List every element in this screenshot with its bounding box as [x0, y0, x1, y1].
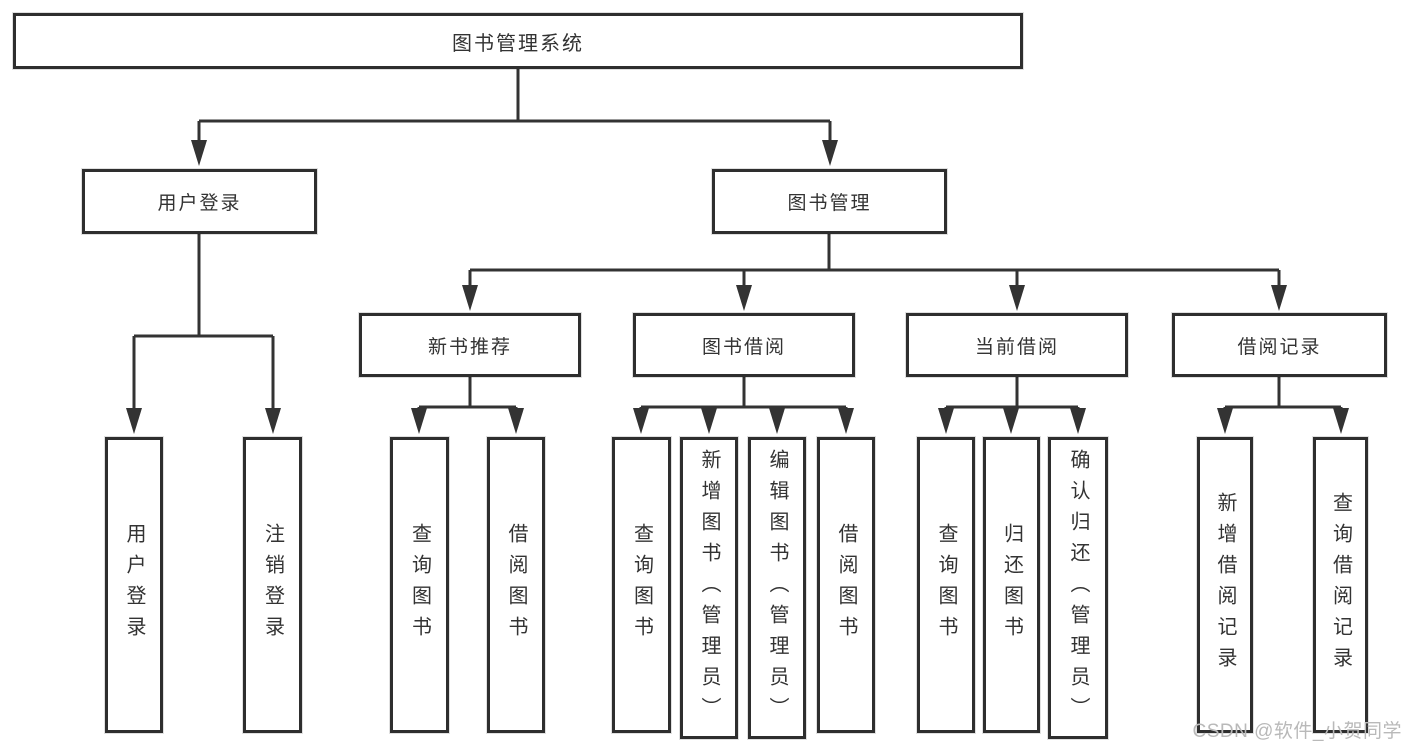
leaf-borrow-books-label: 借阅图书: [835, 523, 857, 647]
node-borrow-records-label: 借阅记录: [1237, 336, 1322, 358]
leaf-return-book: 归还图书: [983, 437, 1040, 733]
leaf-query-books-recommend: 查询图书: [390, 437, 449, 733]
leaf-query-books-borrow: 查询图书: [612, 437, 671, 733]
watermark: CSDN @软件_小贺同学: [1192, 721, 1402, 742]
leaf-add-borrow-record-label: 新增借阅记录: [1214, 492, 1236, 678]
node-book-borrow-label: 图书借阅: [701, 336, 786, 358]
node-new-book-recommend-label: 新书推荐: [427, 336, 512, 358]
leaf-query-books-current: 查询图书: [917, 437, 975, 733]
leaf-logout-label: 注销登录: [261, 523, 284, 647]
arrowheads: [126, 140, 1349, 434]
leaf-query-books-recommend-label: 查询图书: [408, 523, 431, 647]
node-borrow-records: 借阅记录: [1172, 313, 1387, 377]
leaf-edit-book-admin: 编辑图书（管理员）: [748, 437, 806, 739]
node-current-borrow: 当前借阅: [906, 313, 1128, 377]
leaf-borrow-books-recommend: 借阅图书: [487, 437, 545, 733]
leaf-user-login-label: 用户登录: [123, 523, 145, 647]
node-root: 图书管理系统: [13, 13, 1023, 69]
node-book-management: 图书管理: [712, 169, 947, 234]
leaf-confirm-return-admin-label: 确认归还（管理员）: [1067, 448, 1089, 728]
leaf-logout: 注销登录: [243, 437, 302, 733]
leaf-confirm-return-admin: 确认归还（管理员）: [1048, 437, 1108, 739]
leaf-add-book-admin-label: 新增图书（管理员）: [698, 448, 720, 728]
node-root-label: 图书管理系统: [452, 32, 584, 55]
node-book-management-label: 图书管理: [787, 193, 872, 214]
leaf-query-books-current-label: 查询图书: [935, 523, 957, 647]
leaf-add-book-admin: 新增图书（管理员）: [680, 437, 738, 739]
node-book-borrow: 图书借阅: [633, 313, 855, 377]
leaf-borrow-books-recommend-label: 借阅图书: [505, 523, 527, 647]
leaf-user-login: 用户登录: [105, 437, 163, 733]
node-user-login: 用户登录: [82, 169, 317, 234]
leaf-edit-book-admin-label: 编辑图书（管理员）: [766, 448, 788, 728]
leaf-add-borrow-record: 新增借阅记录: [1197, 437, 1253, 733]
node-new-book-recommend: 新书推荐: [359, 313, 581, 377]
leaf-query-books-borrow-label: 查询图书: [630, 523, 653, 647]
leaf-query-borrow-record-label: 查询借阅记录: [1329, 492, 1352, 678]
node-current-borrow-label: 当前借阅: [974, 336, 1059, 358]
leaf-borrow-books: 借阅图书: [817, 437, 875, 733]
leaf-query-borrow-record: 查询借阅记录: [1313, 437, 1368, 733]
node-user-login-label: 用户登录: [157, 193, 242, 214]
leaf-return-book-label: 归还图书: [1000, 523, 1023, 647]
